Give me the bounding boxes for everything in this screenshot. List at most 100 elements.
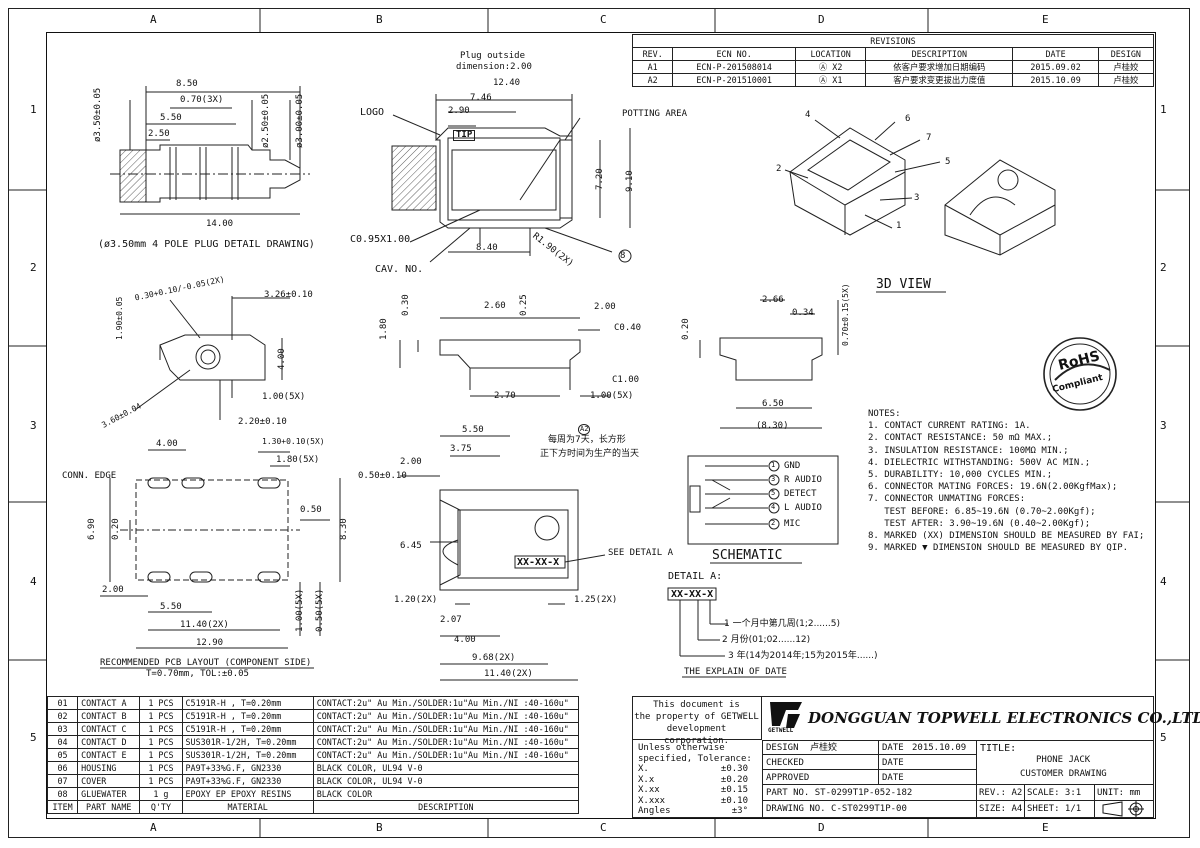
bom-cell: CONTACT:2u" Au Min./SOLDER:1u"Au Min./NI… <box>312 709 580 723</box>
view-3d-label: 3D VIEW <box>876 277 931 292</box>
size-value: SIZE: A4 <box>979 804 1023 814</box>
grid-row-label: 5 <box>1160 731 1167 744</box>
note-item: 6. CONNECTOR MATING FORCES: 19.6N(2.00Kg… <box>868 482 1118 493</box>
date-code: XX-XX-X <box>517 557 560 568</box>
tol-key: X.xxx <box>638 795 666 806</box>
pcb-caption: RECOMMENDED PCB LAYOUT (COMPONENT SIDE) <box>100 658 312 668</box>
checked-label: CHECKED <box>766 758 804 768</box>
front-dim: 2.70 <box>494 391 516 401</box>
pcb-layout <box>100 449 341 649</box>
bv-dim: 0.50±0.10 <box>358 471 407 481</box>
callout-2: 2 <box>776 164 782 174</box>
callout-8: 8 <box>620 251 626 261</box>
sr-dim: 0.20 <box>681 318 691 340</box>
tol-key: X. <box>638 764 649 774</box>
design-date: 2015.10.09 <box>912 743 967 753</box>
revision-cell: 卢桂姣 <box>1097 73 1155 87</box>
tol-key: X.xx <box>638 785 660 795</box>
bom-cell: HOUSING <box>77 761 141 775</box>
tl-dim: 1.90±0.05 <box>115 296 124 340</box>
bom-cell: CONTACT:2u" Au Min./SOLDER:1u"Au Min./NI… <box>312 735 580 749</box>
note-item: 7. CONNECTOR UNMATING FORCES: <box>868 494 1026 505</box>
schematic-label: MIC <box>784 519 801 529</box>
grid-col-label: C <box>600 13 607 26</box>
pcb-dim: 0.50 <box>300 505 322 515</box>
bom-cell: 1 PCS <box>139 722 183 736</box>
schematic-label: L AUDIO <box>784 503 822 513</box>
unit-value: UNIT: mm <box>1097 788 1141 798</box>
bom-cell: SUS301R-1/2H, T=0.20mm <box>181 735 314 749</box>
pcb-dim: 1.80(5X) <box>276 455 320 465</box>
explain-date-label: THE EXPLAIN OF DATE <box>684 667 787 677</box>
bom-cell: CONTACT D <box>77 735 141 749</box>
bom-cell: 08 <box>46 787 79 801</box>
pin-num: 5 <box>771 489 776 497</box>
bom-cell: CONTACT:2u" Au Min./SOLDER:1u"Au Min./NI… <box>312 722 580 736</box>
sr-dim: 0.70±0.15(5X) <box>841 283 850 346</box>
schematic-title: SCHEMATIC <box>712 548 783 563</box>
side-dim: 7.46 <box>470 93 492 103</box>
plug-caption: (ø3.50mm 4 POLE PLUG DETAIL DRAWING) <box>98 239 315 250</box>
bom-cell: PA9T+33%G.F, GN2330 <box>181 774 314 788</box>
bom-cell: 1 PCS <box>139 696 183 710</box>
bv-dim: 2.07 <box>440 615 462 625</box>
plug-dim: ø3.00±0.05 <box>295 93 305 148</box>
tolerance-row: X.xx±0.15 <box>638 785 748 796</box>
grid-col-label: B <box>376 13 383 26</box>
grid-col-label: D <box>818 821 825 834</box>
bom-cell: CONTACT B <box>77 709 141 723</box>
tol-key: Angles <box>638 806 671 816</box>
note-item: 3. INSULATION RESISTANCE: 100MΩ MIN.; <box>868 445 1069 456</box>
plug-outside-label: Plug outside <box>460 51 526 61</box>
sr-dim: 2.66 <box>762 295 784 305</box>
tolerance-row: X.xxx±0.10 <box>638 796 748 807</box>
pcb-caption-2: T=0.70mm, TOL:±0.05 <box>146 669 249 679</box>
revision-cell: Ⓐ X1 <box>794 73 867 87</box>
detail-a-code: XX-XX-X <box>671 589 714 600</box>
jack-top-left-view <box>134 296 290 420</box>
bom-cell: CONTACT:2u" Au Min./SOLDER:1u"Au Min./NI… <box>312 748 580 762</box>
grid-row-label: 3 <box>30 419 37 432</box>
title-label: TITLE: <box>980 743 1017 754</box>
plug-dim: 8.50 <box>176 79 198 89</box>
potting-area-label: POTTING AREA <box>622 109 688 119</box>
bv-dim: 3.75 <box>450 444 472 454</box>
tolerance-row: X.x±0.20 <box>638 775 748 786</box>
callout-3: 3 <box>914 193 920 203</box>
bom-cell: GLUEWATER <box>77 787 141 801</box>
grid-row-label: 2 <box>30 261 37 274</box>
bom-cell: DESCRIPTION <box>312 800 580 814</box>
jack-side-right-view <box>699 299 839 429</box>
pin-num: 1 <box>771 461 776 469</box>
grid-row-label: 3 <box>1160 419 1167 432</box>
part-no: PART NO. ST-0299T1P-052-182 <box>766 788 913 798</box>
bom-cell: PA9T+33%G.F, GN2330 <box>181 761 314 775</box>
bv-dim: 1.20(2X) <box>394 595 438 605</box>
jack-side-view <box>391 94 632 263</box>
plug-outside-dim: dimension:2.00 <box>456 62 532 72</box>
tol-key: X.x <box>638 774 655 785</box>
plug-dim: ø3.50±0.05 <box>93 87 103 142</box>
plug-dim: 14.00 <box>206 219 234 229</box>
property-line: This document is <box>653 700 740 710</box>
callout-7: 7 <box>926 133 932 143</box>
pcb-dim: 4.00 <box>156 439 178 449</box>
tol-head: Unless otherwise <box>638 743 725 753</box>
front-dim: 0.25 <box>519 294 529 316</box>
pcb-dim: 8.30 <box>339 518 349 540</box>
projection-symbol-icon <box>1100 801 1150 817</box>
pcb-dim: 1.30+0.10(5X) <box>262 437 325 446</box>
sr-dim: 0.34 <box>792 308 814 318</box>
tol-value: ±0.30 <box>720 764 748 774</box>
logo-label: LOGO <box>360 107 385 118</box>
front-dim: 1.00(5X) <box>590 391 634 401</box>
bom-cell: Q'TY <box>139 800 183 814</box>
bom-cell: 1 PCS <box>139 709 183 723</box>
tl-dim: 2.20±0.10 <box>238 417 287 427</box>
